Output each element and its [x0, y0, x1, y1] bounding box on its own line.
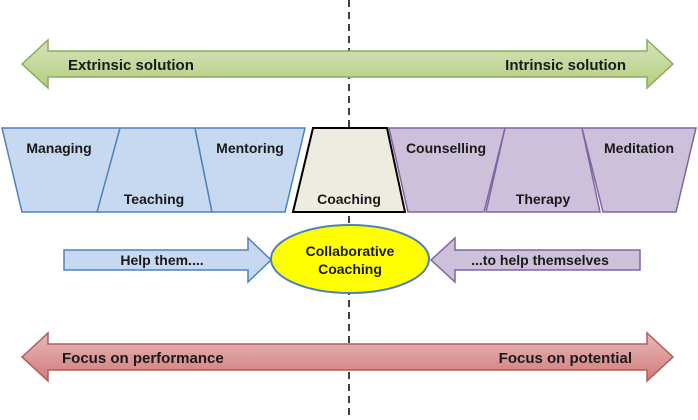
managing-label: Managing	[26, 140, 91, 156]
focus-on-performance-label: Focus on performance	[62, 350, 224, 367]
mentoring-label: Mentoring	[216, 140, 284, 156]
meditation-label: Meditation	[604, 140, 674, 156]
help-themselves-arrow	[429, 236, 641, 284]
teaching-label: Teaching	[124, 191, 184, 207]
extrinsic-solution-label: Extrinsic solution	[68, 57, 194, 74]
therapy-label: Therapy	[516, 191, 571, 207]
counselling-label: Counselling	[406, 140, 486, 156]
meditation-shape	[581, 127, 697, 213]
help-them-label: Help them....	[120, 252, 203, 268]
intrinsic-solution-label: Intrinsic solution	[505, 57, 626, 74]
help-themselves-label: ...to help themselves	[471, 252, 609, 268]
coaching-center-label: Coaching	[318, 261, 382, 277]
help-them-arrow	[63, 236, 273, 284]
extrinsic-intrinsic-arrow	[20, 38, 675, 90]
performance-potential-arrow	[20, 331, 675, 383]
mentoring-shape	[194, 127, 306, 213]
collaborative-label: Collaborative	[306, 243, 395, 259]
coaching-shape	[291, 127, 407, 213]
therapy-shape	[485, 127, 601, 213]
coaching-label: Coaching	[317, 191, 381, 207]
counselling-shape	[388, 127, 506, 213]
collaborative-coaching-ellipse	[270, 224, 430, 294]
focus-on-potential-label: Focus on potential	[499, 350, 632, 367]
